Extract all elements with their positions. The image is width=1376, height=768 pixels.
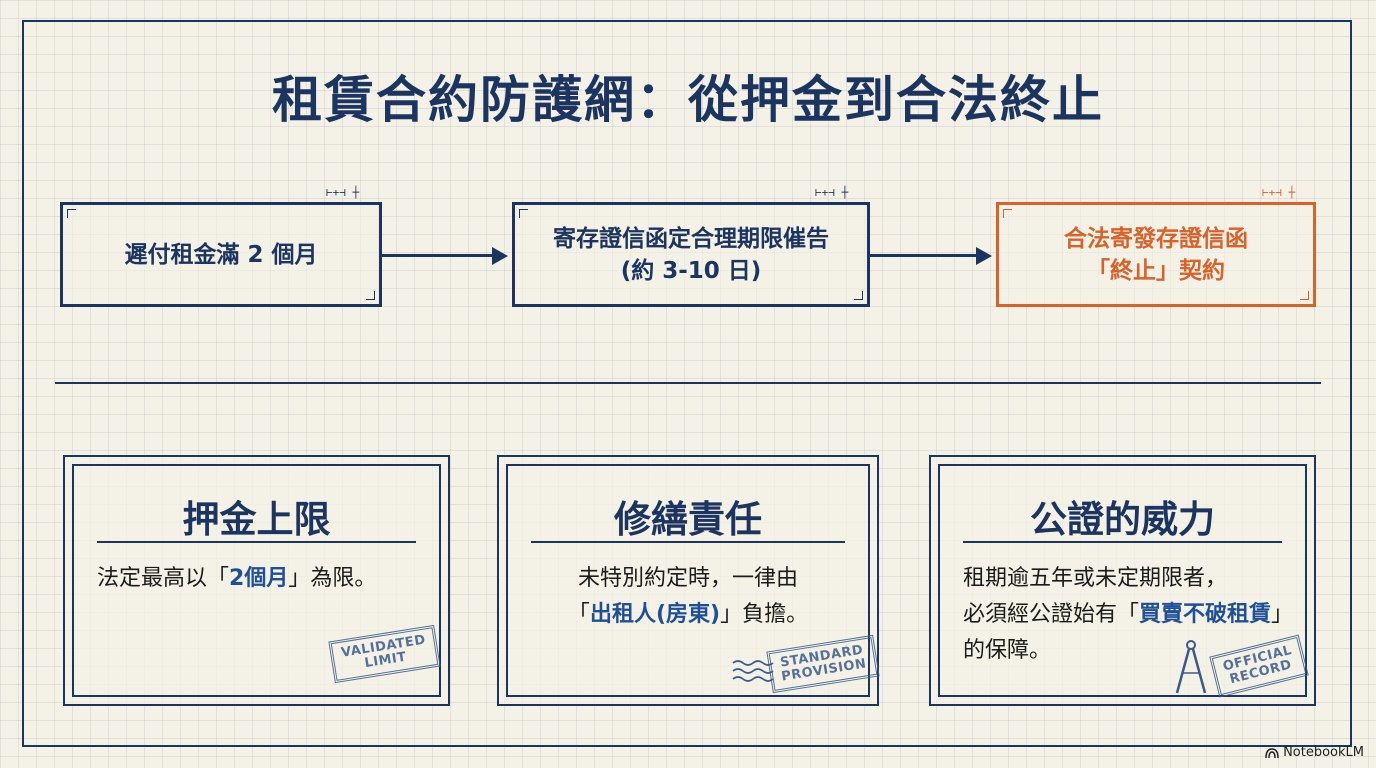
flow-step-demand-letter: 寄存證信函定合理期限催告 (約 3-10 日): [512, 202, 870, 307]
card-body: 法定最高以「2個月」為限。: [97, 561, 387, 597]
card-body-text: 」為限。: [288, 566, 377, 591]
card-divider: [97, 541, 416, 543]
card-body-text: 」負擔。: [720, 602, 809, 627]
flow-step-late-rent: 遲付租金滿 2 個月: [60, 202, 382, 307]
page-title: 租賃合約防護網：從押金到合法終止: [272, 70, 1104, 129]
card-title: 押金上限: [182, 497, 331, 541]
card-repair-duty: 修繕責任 未特別約定時，一律由 「出租人(房東)」負擔。 STANDARD PR…: [497, 455, 880, 706]
flow-step-label: 遲付租金滿 2 個月: [124, 241, 318, 268]
card-title: 公證的威力: [1030, 497, 1215, 541]
card-highlight: 買賣不破租賃: [1139, 602, 1272, 627]
card-notarization: 公證的威力 租期逾五年或未定期限者， 必須經公證始有「買賣不破租賃」的保障。 O…: [929, 455, 1316, 706]
card-divider: [531, 541, 845, 543]
flow-step-sublabel: 「終止」契約: [1087, 257, 1225, 284]
flow-step-label: 合法寄發存證信函: [1064, 225, 1248, 252]
section-divider: [55, 382, 1321, 384]
card-body-line: 「出租人(房東)」負擔。: [519, 597, 857, 633]
outer-frame: [22, 20, 1352, 747]
flow-step-sublabel: (約 3-10 日): [620, 257, 762, 284]
arrow-right-icon: [976, 247, 992, 265]
compass-icon: [1175, 640, 1207, 694]
card-body-text: 法定最高以「: [97, 566, 230, 591]
postmark-wave-icon: [732, 660, 774, 682]
card-body-text: 未特別約定時，一律由: [577, 566, 798, 591]
blueprint-tick-mark: ⊢+⊣ ┼: [326, 186, 360, 199]
flow-connector: [382, 254, 494, 257]
card-highlight: 出租人(房東): [589, 602, 721, 627]
flow-step-label: 寄存證信函定合理期限催告: [553, 225, 829, 252]
notebooklm-logo-icon: [1265, 747, 1279, 758]
card-body: 租期逾五年或未定期限者， 必須經公證始有「買賣不破租賃」的保障。: [963, 561, 1293, 669]
card-highlight: 2個月: [229, 566, 289, 591]
badge-label: NotebookLM: [1283, 745, 1364, 760]
arrow-right-icon: [492, 247, 508, 265]
card-title: 修繕責任: [614, 497, 762, 541]
card-body-text: 「: [567, 602, 590, 627]
blueprint-tick-mark: ⊢+⊣ ┼: [815, 186, 849, 199]
card-inner-border: [72, 464, 441, 697]
card-divider: [963, 541, 1282, 543]
flow-step-terminate: 合法寄發存證信函 「終止」契約: [996, 202, 1316, 307]
card-inner-border: [506, 464, 870, 697]
card-body-text: 必須經公證始有「: [963, 602, 1140, 627]
card-inner-border: [938, 464, 1307, 697]
blueprint-tick-mark: ⊢+⊣ ┼: [1262, 186, 1296, 199]
card-body-line: 必須經公證始有「買賣不破租賃」的保障。: [963, 597, 1293, 669]
card-body-text: 租期逾五年或未定期限者，: [963, 566, 1228, 591]
notebooklm-badge: NotebookLM: [1265, 745, 1364, 760]
card-body: 未特別約定時，一律由 「出租人(房東)」負擔。: [519, 561, 857, 633]
flow-connector: [870, 254, 978, 257]
card-body-text: 」的保障。: [963, 602, 1283, 663]
card-deposit-limit: 押金上限 法定最高以「2個月」為限。 VALIDATED LIMIT: [63, 455, 450, 706]
